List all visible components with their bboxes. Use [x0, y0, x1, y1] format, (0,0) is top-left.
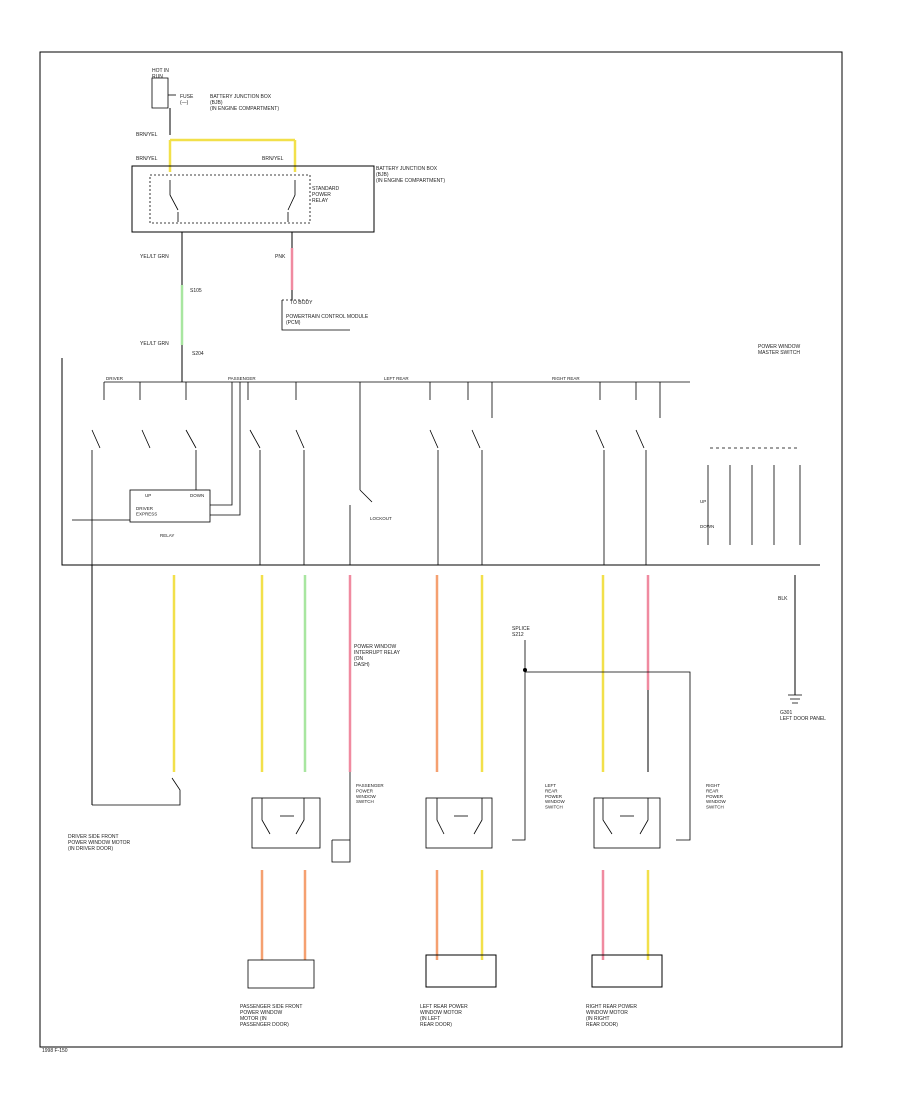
ground-icon	[788, 694, 802, 704]
wire-splice-bus	[524, 640, 691, 772]
matrix-down: DOWN	[700, 524, 714, 529]
lockout-label: LOCKOUT	[370, 516, 392, 521]
relay-desc: BATTERY JUNCTION BOX(BJB)(IN ENGINE COMP…	[376, 166, 445, 184]
sub-driver: DRIVER	[106, 376, 124, 381]
pcm-desc: POWERTRAIN CONTROL MODULE(PCM)	[286, 314, 369, 326]
sub-passenger: PASSENGER	[228, 376, 256, 381]
pnk-label: PNK	[275, 254, 286, 260]
splice-s105: S105	[190, 288, 202, 294]
brn-yel-left-lower: BRN/YEL	[136, 156, 158, 162]
relay-pin-down: DOWN	[190, 493, 204, 498]
yel-grn-lower: YEL/LT GRN	[140, 341, 169, 347]
relay-label: RELAY	[160, 533, 174, 538]
fuse-desc: BATTERY JUNCTION BOX(BJB)(IN ENGINE COMP…	[210, 94, 279, 112]
master-switch-housing: DRIVER PASSENGER LEFT REAR RIGHT REAR UP…	[61, 358, 820, 566]
pcm-title: TO BODY	[290, 300, 313, 306]
matrix-up: UP	[700, 499, 706, 504]
sub-right-rear: RIGHT REAR	[552, 376, 580, 381]
switch-matrix: UP DOWN	[700, 447, 801, 545]
ground-wire-label: BLK	[778, 596, 788, 602]
yel-grn-upper: YEL/LT GRN	[140, 254, 169, 260]
splice-s204: S204	[192, 351, 204, 357]
brn-yel-left-upper: BRN/YEL	[136, 132, 158, 138]
brn-yel-right: BRN/YEL	[262, 156, 284, 162]
pcm-box: TO BODY POWERTRAIN CONTROL MODULE(PCM)	[281, 299, 369, 331]
corner-label: 1998 F-150	[42, 1048, 68, 1054]
diagram-frame	[39, 51, 843, 1048]
fuse-label: FUSE(—)	[180, 94, 194, 106]
relay-pin-up: UP	[145, 493, 151, 498]
sub-left-rear: LEFT REAR	[384, 376, 409, 381]
